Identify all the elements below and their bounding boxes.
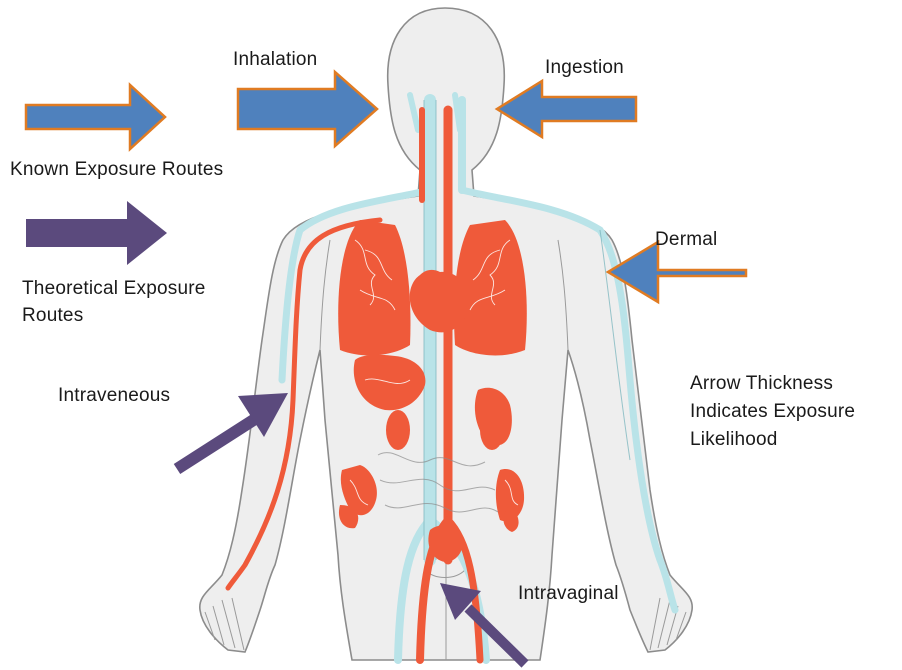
theoretical-routes-label: Theoretical Exposure Routes	[22, 275, 206, 329]
ingestion-arrow	[497, 81, 636, 137]
known-routes-label: Known Exposure Routes	[10, 158, 223, 181]
dermal-label: Dermal	[655, 228, 717, 251]
arrow-thickness-note: Arrow Thickness Indicates Exposure Likel…	[690, 370, 855, 454]
inhalation-label: Inhalation	[233, 48, 317, 71]
theoretical-route-arrow-legend	[26, 201, 167, 265]
inhalation-arrow	[238, 72, 377, 146]
intravenous-label: Intraveneous	[58, 384, 170, 407]
intravaginal-label: Intravaginal	[518, 582, 619, 605]
known-route-arrow-legend	[26, 85, 165, 149]
ingestion-label: Ingestion	[545, 56, 624, 79]
dermal-arrow	[608, 242, 746, 302]
